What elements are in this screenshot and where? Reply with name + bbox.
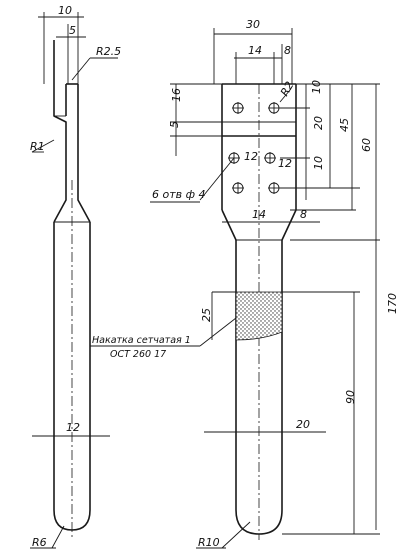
radius-small: R2 <box>278 79 297 98</box>
dim-hole-spacing-top: 14 <box>248 44 262 57</box>
dim-170: 170 <box>386 293 399 314</box>
dim-right-10b: 10 <box>312 156 325 170</box>
knurled-zone <box>235 291 283 341</box>
holes-note: 6 отв ф 4 <box>152 188 206 201</box>
dim-edge-bottom: 8 <box>300 208 307 221</box>
radius-tip: R6 <box>32 536 47 549</box>
dim-left-5: 5 <box>168 121 181 128</box>
knurl-note-line1: Накатка сетчатая 1 <box>92 335 191 346</box>
front-view: 30 14 8 R2 16 5 10 20 10 45 60 170 <box>90 18 399 549</box>
knurl-depth: 25 <box>200 308 213 322</box>
knurl-note-line2: ОСТ 260 17 <box>110 349 166 360</box>
dim-60: 60 <box>360 138 373 152</box>
dim-45: 45 <box>338 118 351 132</box>
radius-top: R2.5 <box>96 45 121 58</box>
dim-edge-top: 8 <box>284 44 291 57</box>
dim-inner-12a: 12 <box>244 150 258 163</box>
dim-90: 90 <box>344 390 357 404</box>
dim-handle-width: 20 <box>296 418 310 431</box>
dim-slot: 5 <box>69 24 76 37</box>
dim-handle: 12 <box>66 421 80 434</box>
dim-head-width: 30 <box>246 18 260 31</box>
radius-tip-front: R10 <box>198 536 220 549</box>
radius-mid: R1 <box>30 140 45 153</box>
dim-top-width: 10 <box>58 4 72 17</box>
side-view: 10 5 R2.5 R1 12 R6 <box>30 4 121 549</box>
dim-inner-12b: 12 <box>278 157 292 170</box>
dim-right-20: 20 <box>312 116 325 130</box>
dim-left-16: 16 <box>170 88 183 102</box>
dim-right-10a: 10 <box>310 80 323 94</box>
